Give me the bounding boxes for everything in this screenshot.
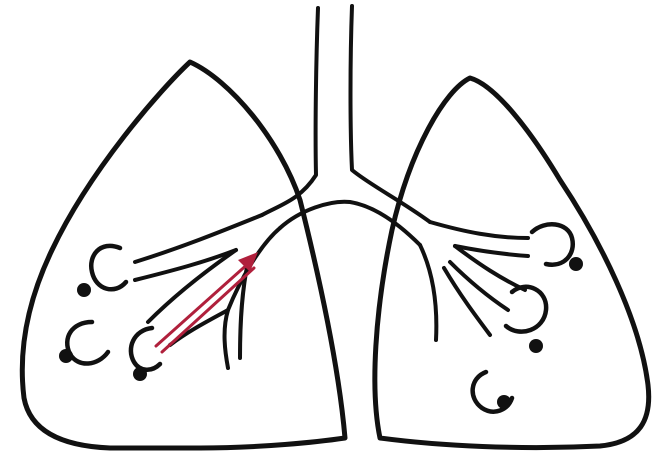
alveolus-dot [133, 367, 147, 381]
alveolus-dot [569, 257, 583, 271]
alveolus-dot [59, 349, 73, 363]
alveolus-dot [529, 339, 543, 353]
alveolus-dot [77, 283, 91, 297]
alveolus-dot [497, 395, 511, 409]
